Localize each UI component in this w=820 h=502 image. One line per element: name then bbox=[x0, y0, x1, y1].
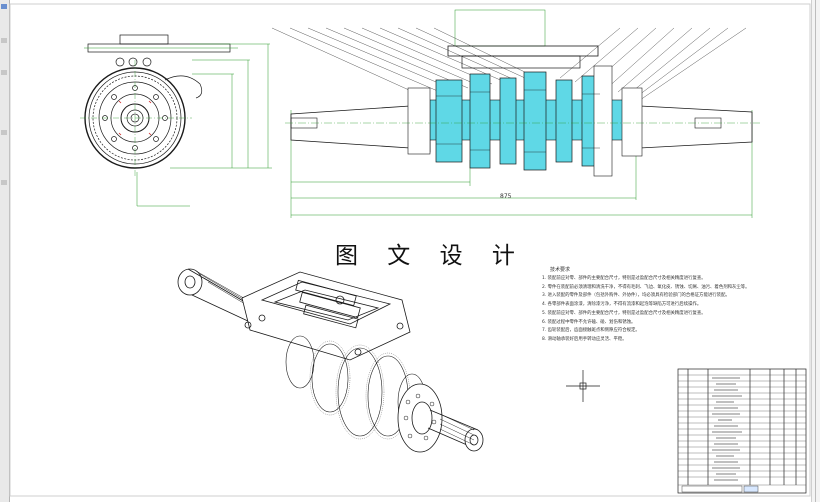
circular-section-view bbox=[80, 34, 238, 176]
note-item: 3. 进入装配的零件及部件（包括外购件、外协件），均必须具有检验部门的合格证方能… bbox=[542, 293, 730, 299]
scroll-marker bbox=[1, 130, 7, 135]
isometric-view bbox=[177, 268, 484, 453]
notes-title: 技术要求 bbox=[550, 267, 571, 273]
notes-list: 1. 装配前应对零、部件的主要配合尺寸，特别是过盈配合尺寸及相关精度进行复查。 … bbox=[542, 275, 810, 345]
scroll-marker bbox=[1, 70, 7, 75]
gear-sections bbox=[435, 71, 601, 171]
scroll-track bbox=[815, 0, 816, 502]
note-item: 8. 滑动轴承装好后用手转动应灵活、平稳。 bbox=[542, 336, 627, 342]
plate-boss bbox=[119, 34, 169, 45]
note-item: 6. 装配过程中零件不允许磕、碰、划伤和锈蚀。 bbox=[542, 319, 636, 325]
right-scrollbar[interactable] bbox=[811, 0, 820, 502]
crosshair-cursor-icon bbox=[566, 370, 600, 402]
scroll-marker bbox=[1, 180, 7, 185]
title-block bbox=[677, 368, 807, 494]
left-view-dimensions bbox=[136, 43, 272, 207]
note-item: 7. 齿轮装配后，齿面接触斑点和侧隙应符合规定。 bbox=[542, 328, 640, 334]
scroll-up-icon[interactable] bbox=[1, 4, 7, 9]
scroll-marker bbox=[1, 38, 7, 43]
note-item: 1. 装配前应对零、部件的主要配合尺寸，特别是过盈配合尺寸及相关精度进行复查。 bbox=[542, 276, 706, 281]
note-item: 4. 各零部件表面涂漆，清除漆污净，不得有流漆和起泡等缺陷方可进行后续操作。 bbox=[542, 302, 702, 308]
overall-dimension-label: 875 bbox=[500, 193, 512, 200]
note-item: 5. 装配前应对零、部件的主要配合尺寸，特别是过盈配合尺寸及相关精度进行复查。 bbox=[542, 310, 706, 316]
parts-list-text-marks bbox=[712, 377, 742, 481]
note-item: 2. 零件在装配前必须清理和清洗干净，不得有毛刺、飞边、氧化皮、锈蚀、切屑、油污… bbox=[542, 284, 750, 290]
drawing-title: 图 文 设 计 bbox=[335, 243, 526, 269]
sheet-border bbox=[9, 3, 811, 497]
parts-list-rows bbox=[678, 374, 806, 486]
shaft-section-view bbox=[271, 9, 760, 218]
